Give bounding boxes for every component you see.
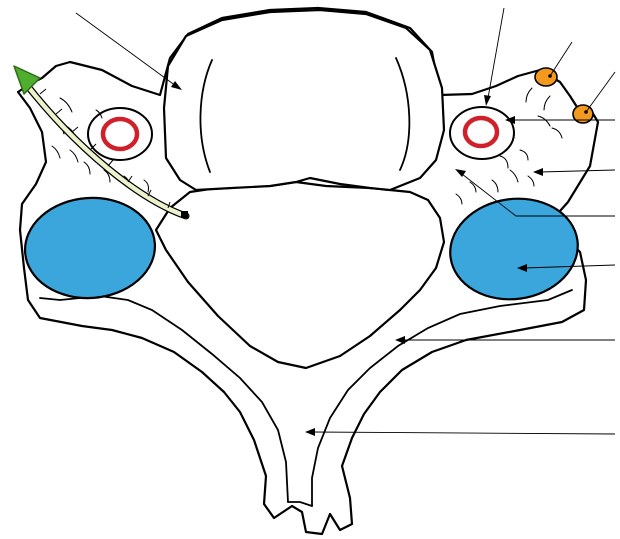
leader-posterior-tubercle (584, 72, 615, 114)
left-foramen-ring (103, 119, 137, 149)
probe-end-cap (181, 211, 188, 218)
right-foramen-ring (465, 118, 497, 146)
